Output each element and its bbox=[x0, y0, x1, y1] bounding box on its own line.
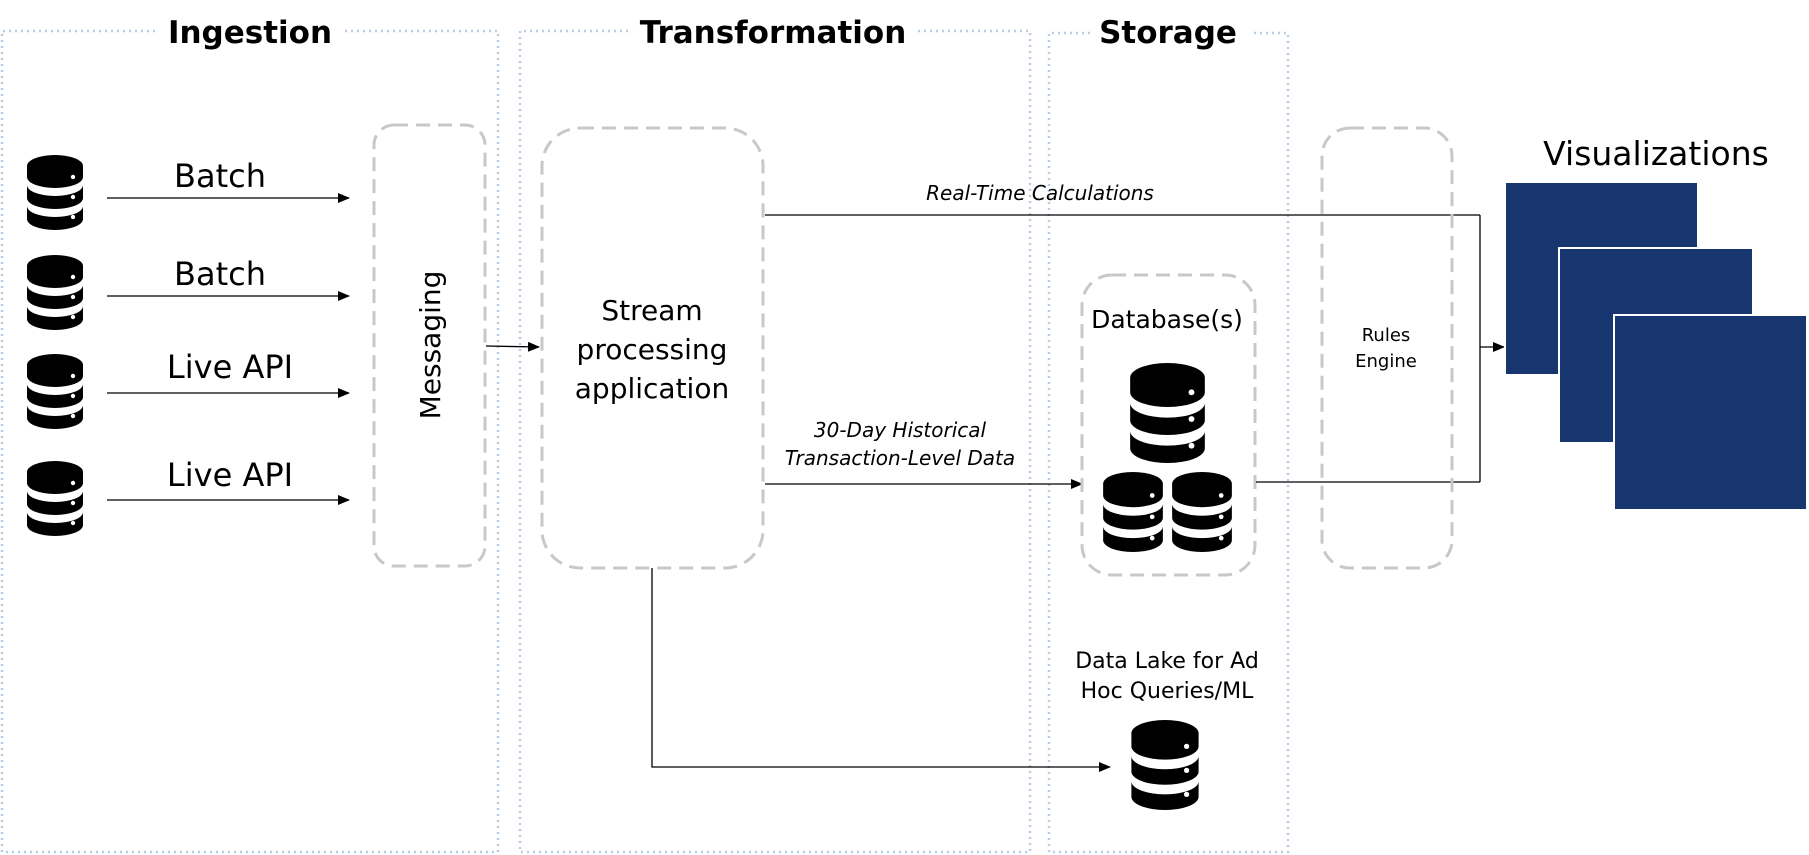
databases-label: Database(s) bbox=[1091, 305, 1243, 334]
historical-label-line1: 30-Day Historical bbox=[814, 418, 987, 442]
section-title-ingestion: Ingestion bbox=[168, 15, 332, 51]
rules-engine-box: Rules Engine bbox=[1320, 126, 1454, 570]
section-title-transformation: Transformation bbox=[640, 15, 907, 51]
rules-engine-label-line2: Engine bbox=[1355, 351, 1417, 372]
rules-engine-label-line1: Rules bbox=[1362, 325, 1411, 346]
visualization-panels bbox=[1504, 181, 1808, 511]
visualization-panel bbox=[1613, 314, 1808, 511]
source-row: Batch bbox=[27, 255, 350, 330]
database-icon bbox=[1130, 363, 1205, 463]
flow-arrow bbox=[485, 341, 540, 352]
database-icon bbox=[1131, 720, 1199, 810]
database-icon bbox=[27, 461, 83, 536]
visualizations-title: Visualizations bbox=[1543, 134, 1769, 173]
data-lake-label-line1: Data Lake for Ad bbox=[1075, 649, 1259, 674]
data-lake-label-line2: Hoc Queries/ML bbox=[1081, 679, 1254, 704]
source-label: Batch bbox=[174, 157, 266, 195]
source-row: Batch bbox=[27, 155, 350, 230]
database-icon bbox=[1103, 472, 1163, 552]
database-icon bbox=[27, 155, 83, 230]
messaging-box: Messaging bbox=[372, 123, 487, 568]
database-icon bbox=[27, 255, 83, 330]
source-row: Live API bbox=[27, 348, 350, 429]
section-storage: Storage bbox=[1047, 15, 1290, 854]
stream-processing-box: Stream processing application bbox=[540, 126, 765, 570]
source-label: Batch bbox=[174, 255, 266, 293]
section-title-storage: Storage bbox=[1099, 15, 1237, 51]
realtime-label: Real-Time Calculations bbox=[926, 181, 1154, 205]
section-transformation: Transformation bbox=[518, 15, 1032, 854]
database-icon bbox=[1172, 472, 1232, 552]
section-ingestion: Ingestion bbox=[0, 15, 500, 854]
source-row: Live API bbox=[27, 456, 350, 536]
historical-label-line2: Transaction-Level Data bbox=[785, 446, 1015, 470]
stream-label-line3: application bbox=[575, 372, 729, 405]
database-icon bbox=[27, 354, 83, 429]
source-label: Live API bbox=[167, 456, 293, 494]
source-label: Live API bbox=[167, 348, 293, 386]
databases-box: Database(s) bbox=[1080, 273, 1257, 577]
stream-label-line2: processing bbox=[577, 333, 728, 366]
messaging-label: Messaging bbox=[414, 271, 447, 420]
data-lake-flow-arrow bbox=[651, 568, 1111, 772]
stream-label-line1: Stream bbox=[601, 294, 702, 327]
